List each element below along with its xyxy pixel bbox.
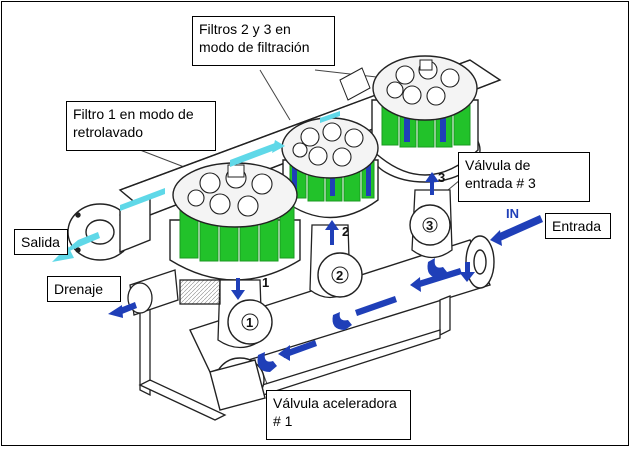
- callout-inlet: Entrada: [545, 213, 611, 239]
- valve-3-number: 3: [426, 218, 433, 233]
- callout-filters-2-3: Filtros 2 y 3 en modo de filtración: [192, 16, 335, 66]
- inlet-in-marker: IN: [506, 206, 519, 221]
- filter-3-number: 3: [438, 170, 445, 185]
- accelerator-barrel: [209, 357, 266, 411]
- outlet-flow-arrows: [52, 111, 340, 262]
- drain-valve-assembly: [127, 269, 221, 316]
- flow-arrows: [108, 172, 543, 372]
- callout-drain: Drenaje: [47, 276, 121, 302]
- filter-3-inlet-valve: [409, 189, 453, 259]
- filter-1-unit: [169, 162, 301, 349]
- callout-accelerator-valve-1: Válvula aceleradora # 1: [266, 390, 411, 440]
- filter-2-number: 2: [342, 224, 349, 239]
- support-stand: [138, 295, 451, 421]
- filter-3-unit: [339, 55, 481, 183]
- filter-1-number: 1: [262, 275, 269, 290]
- valve-2-number: 2: [336, 268, 343, 283]
- callout-inlet-valve-3: Válvula de entrada # 3: [458, 152, 590, 202]
- callout-outlet: Salida: [14, 229, 68, 255]
- callout-filter-1: Filtro 1 en modo de retrolavado: [66, 101, 216, 151]
- filter-2-unit: [281, 117, 379, 299]
- unit-numbers: 1 2 3 1 2 3: [246, 170, 445, 330]
- valve-1-number: 1: [246, 315, 253, 330]
